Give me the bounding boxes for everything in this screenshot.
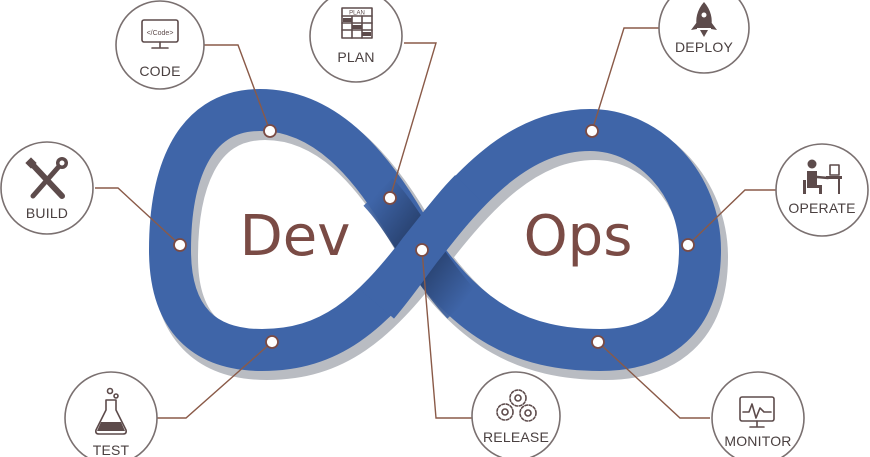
svg-text:PLAN: PLAN (349, 11, 365, 17)
stage-label-release: RELEASE (483, 429, 549, 445)
stage-node-deploy: DEPLOY (658, 0, 750, 74)
stage-label-operate: OPERATE (788, 200, 855, 216)
gears-icon (496, 389, 537, 422)
stage-node-monitor: MONITOR (711, 371, 805, 457)
loop-dot-deploy (585, 124, 599, 138)
connector-build (95, 187, 181, 246)
connector-plan (389, 42, 437, 199)
loop-dot-build (173, 238, 187, 252)
connector-operate (687, 189, 777, 246)
stage-node-plan: PLAN PLAN (309, 0, 403, 83)
stage-label-plan: PLAN (337, 49, 374, 65)
flask-icon (95, 387, 127, 435)
stage-node-test: TEST (64, 371, 158, 457)
stage-label-deploy: DEPLOY (675, 39, 733, 55)
connector-code (204, 44, 271, 132)
rocket-icon (691, 2, 717, 37)
person-at-desk-icon (803, 159, 842, 194)
monitor-waveform-icon (739, 396, 775, 428)
loop-dot-release (415, 243, 429, 257)
connector-test (155, 341, 273, 419)
stage-node-release: RELEASE (471, 371, 561, 457)
loop-dot-plan (383, 191, 397, 205)
ops-word: Ops (524, 204, 633, 269)
stage-label-test: TEST (93, 442, 130, 457)
dev-word: Dev (240, 204, 351, 269)
plan-chart-icon: PLAN (341, 7, 373, 39)
connector-deploy (591, 27, 662, 132)
svg-text:</Code>: </Code> (147, 30, 174, 37)
loop-dot-operate (681, 238, 695, 252)
stage-label-code: CODE (139, 63, 180, 79)
monitor-code-icon: </Code> (141, 19, 179, 49)
connector-release (421, 249, 472, 419)
stage-node-build: BUILD (0, 141, 94, 235)
stage-node-operate: OPERATE (775, 143, 869, 237)
stage-label-build: BUILD (26, 205, 68, 221)
stage-label-monitor: MONITOR (724, 433, 791, 449)
loop-dot-code (263, 124, 277, 138)
stage-node-code: </Code> CODE (115, 0, 205, 90)
connector-monitor (597, 341, 710, 419)
loop-dot-test (265, 335, 279, 349)
loop-dot-monitor (591, 335, 605, 349)
